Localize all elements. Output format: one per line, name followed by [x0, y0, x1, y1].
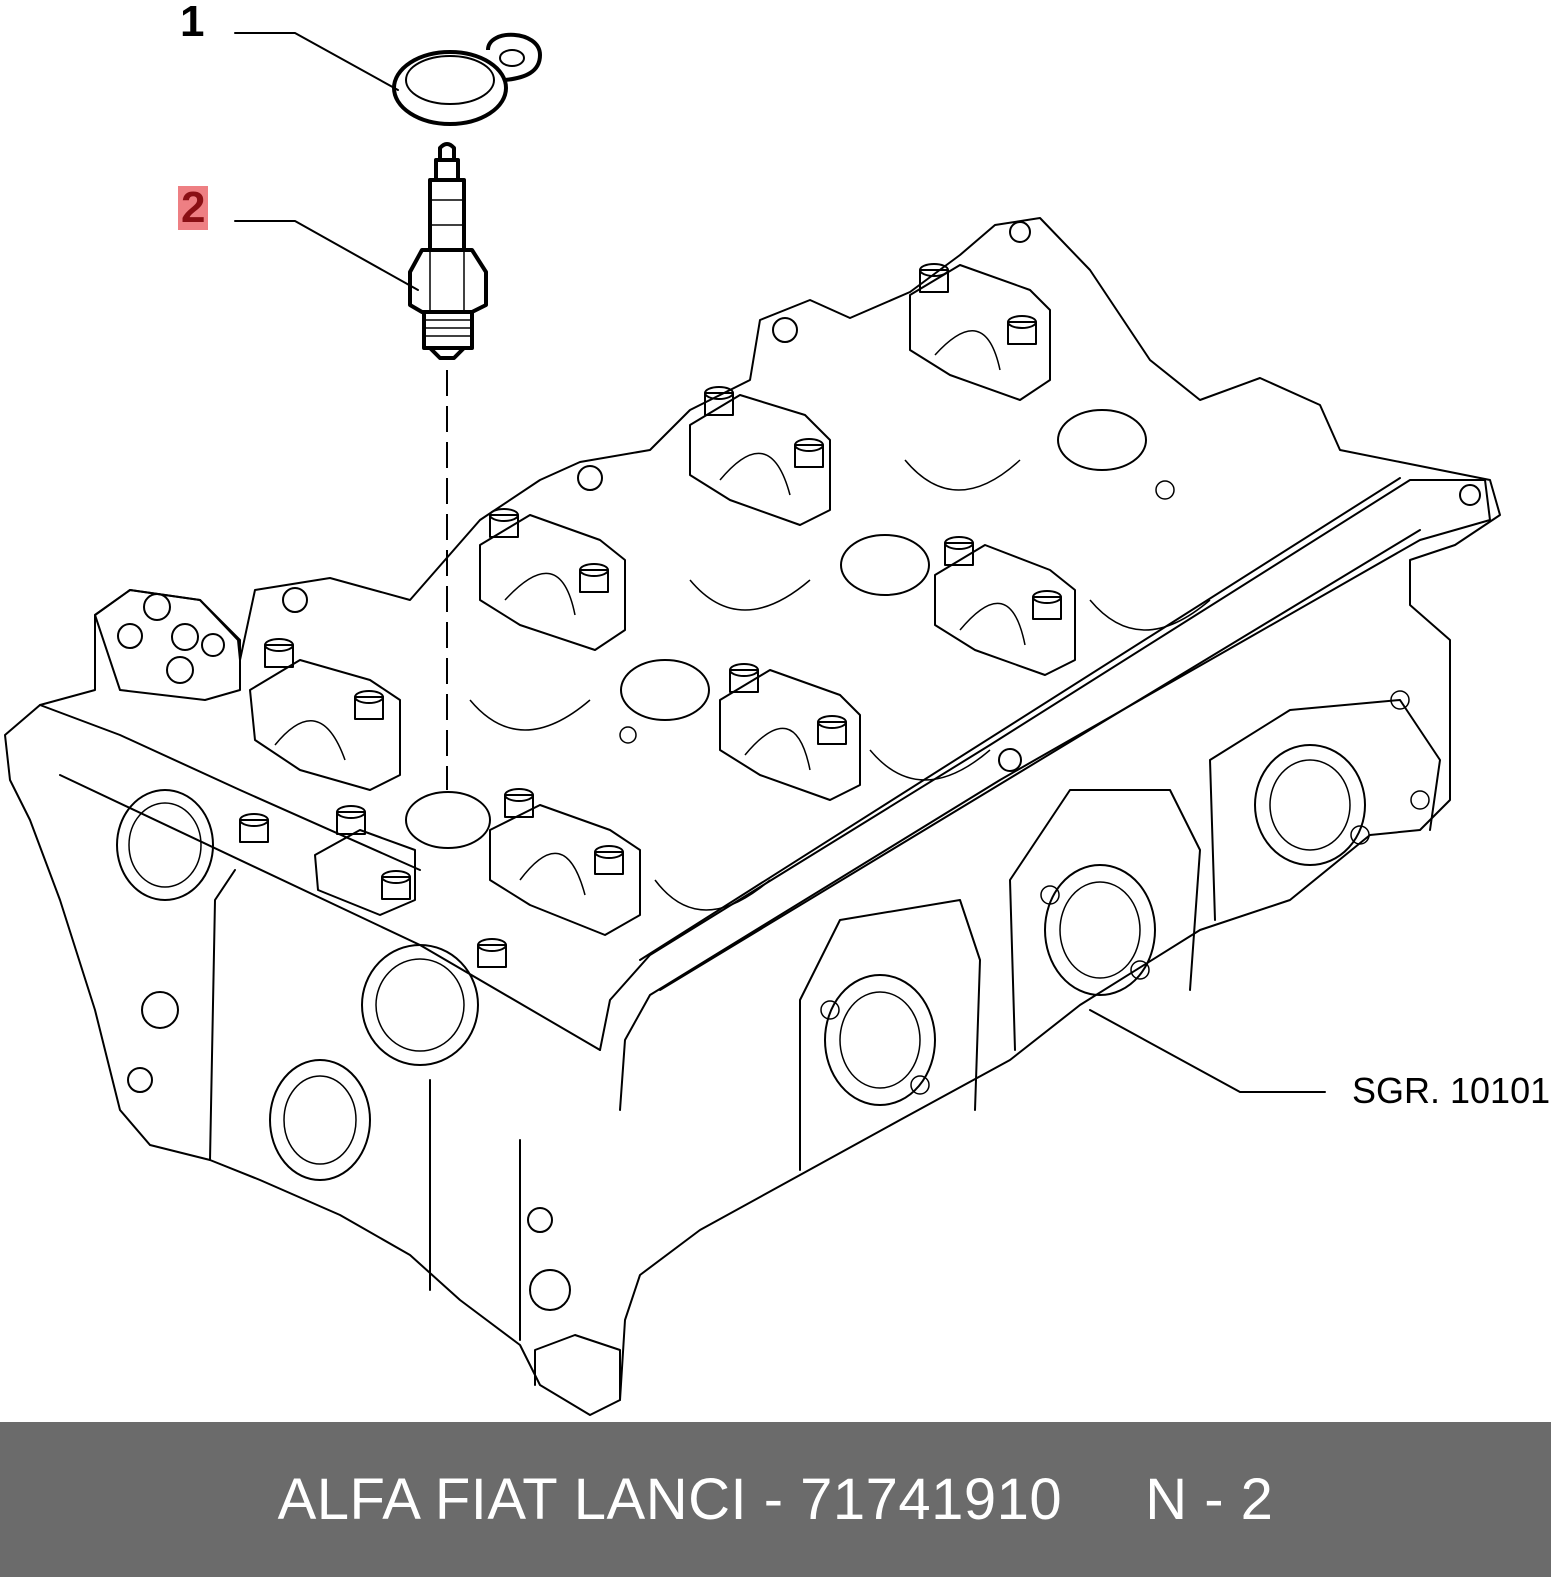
footer-bar: ALFA FIAT LANCI - 71741910 N - 2: [0, 1422, 1551, 1577]
engine-cylinder-head-diagram: [4, 32, 1501, 1416]
spark-plug-part-2[interactable]: [408, 142, 488, 360]
cylinder-head-assembly: [4, 217, 1501, 1416]
leader-line-item-1: [234, 32, 399, 91]
reference-label-sgr: SGR. 10101: [1352, 1070, 1551, 1111]
footer-part-number-text: ALFA FIAT LANCI - 71741910 N - 2: [277, 1467, 1274, 1532]
leader-line-item-2: [234, 220, 419, 291]
callout-item-1[interactable]: 1: [180, 0, 205, 46]
seal-ring-part-1[interactable]: [392, 32, 542, 126]
leader-line-sgr: [1089, 1009, 1326, 1093]
callout-item-2-highlighted[interactable]: 2: [178, 186, 209, 230]
